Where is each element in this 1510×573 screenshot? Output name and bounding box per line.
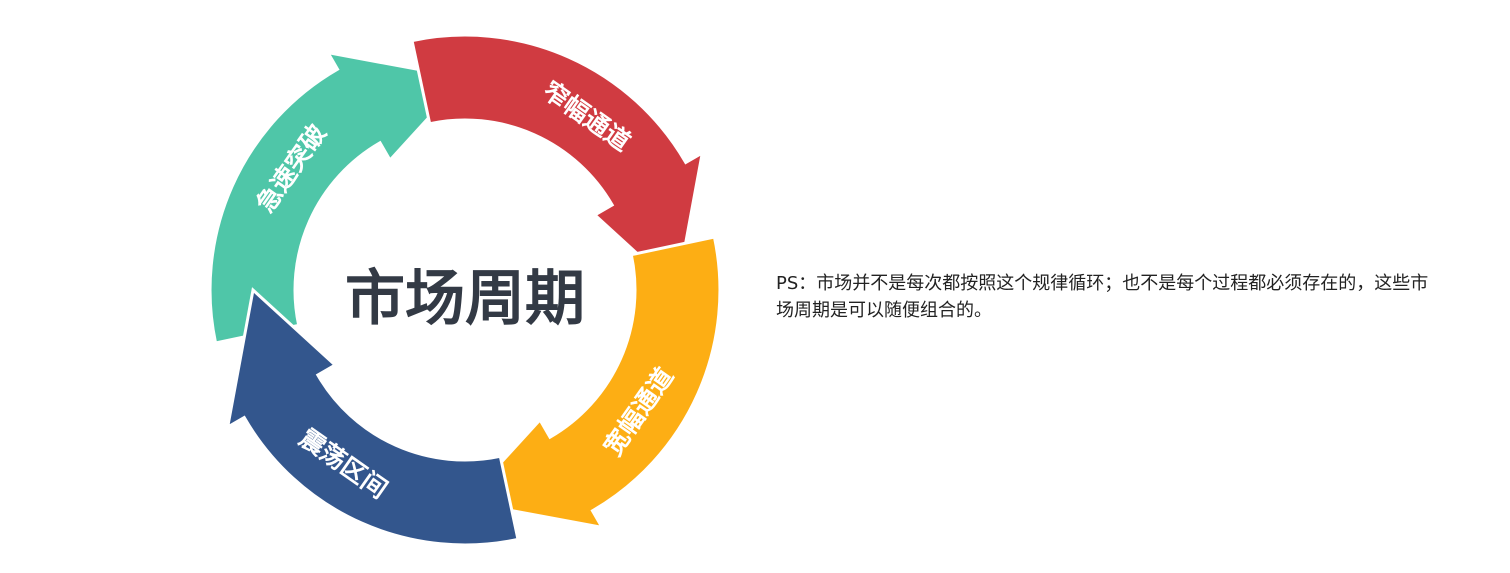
center-title: 市场周期 (345, 264, 585, 334)
cycle-segment-wide-channel (462, 235, 722, 530)
cycle-segment-trading-range (225, 287, 520, 547)
note-text: PS：市场并不是每次都按照这个规律循环；也不是每个过程都必须存在的，这些市场周期… (776, 273, 1429, 321)
cycle-segment-rapid-breakout (208, 50, 468, 345)
cycle-segment-narrow-channel (410, 33, 705, 293)
